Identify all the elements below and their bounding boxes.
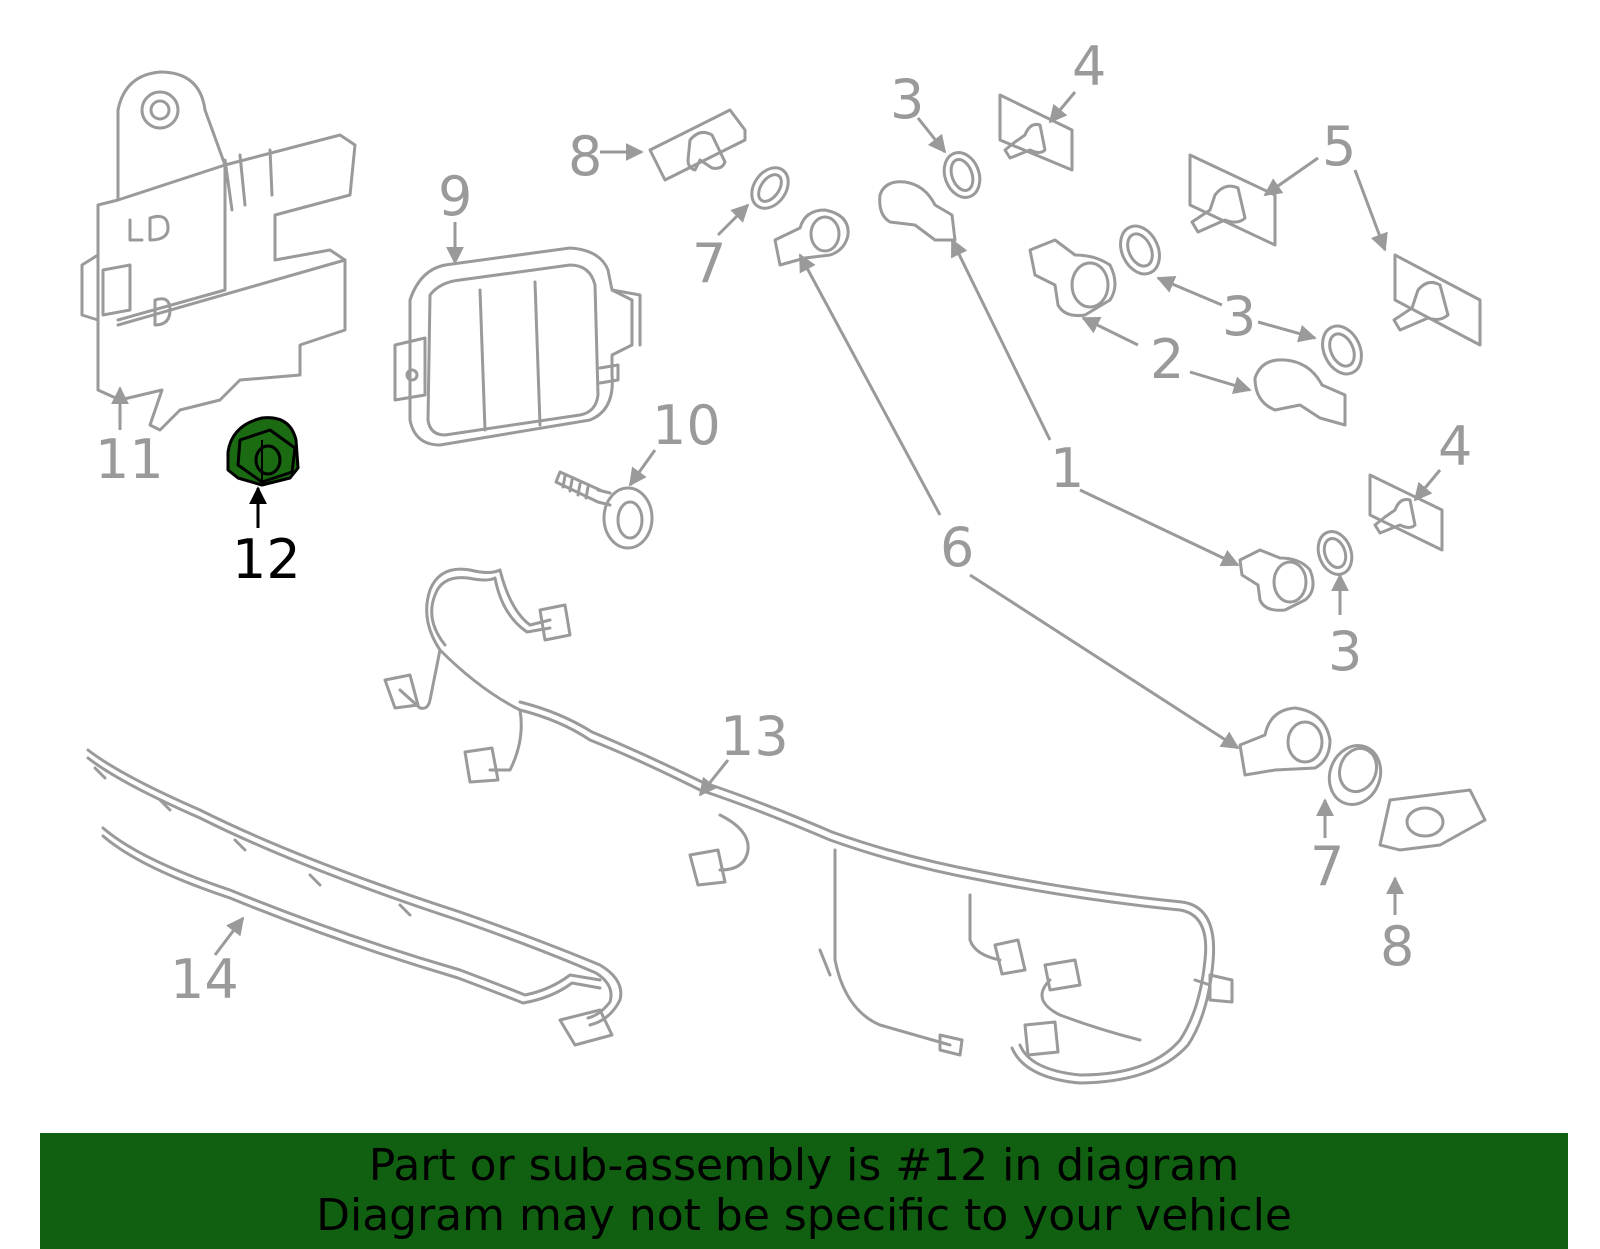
- part-4-upper-bracket: [998, 93, 1074, 172]
- part-11-bracket: [80, 70, 357, 432]
- part-3-right-ring: [1321, 324, 1363, 376]
- label-8-top: 8: [568, 125, 602, 188]
- label-9: 9: [438, 165, 472, 228]
- label-3-top: 3: [890, 68, 924, 131]
- part-14-harness-strip: [86, 748, 623, 1047]
- part-9-module: [393, 246, 642, 447]
- label-1: 1: [1050, 437, 1084, 500]
- part-10-push-pin: [554, 470, 654, 550]
- part-3-lower-ring: [1316, 530, 1354, 576]
- label-5: 5: [1322, 115, 1356, 178]
- part-2-lower-sensor: [1253, 358, 1347, 427]
- part-5-right-bracket: [1392, 253, 1482, 347]
- part-1-upper-sensor: [878, 180, 957, 242]
- label-11: 11: [95, 428, 164, 491]
- label-6: 6: [940, 516, 974, 579]
- label-10: 10: [652, 394, 721, 457]
- part-5-upper-bracket: [1188, 153, 1277, 247]
- label-3-lower: 3: [1328, 620, 1362, 683]
- part-12-nut: [226, 416, 300, 487]
- part-3-upper-ring: [942, 151, 982, 199]
- banner-line-1: Part or sub-assembly is #12 in diagram: [368, 1140, 1240, 1191]
- part-8-top-bracket: [648, 108, 747, 182]
- part-2-upper-sensor: [1028, 238, 1117, 317]
- info-banner: Part or sub-assembly is #12 in diagram D…: [40, 1133, 1568, 1249]
- callout-numbers: 11 12 9 10 8 7 3 4 5 3 2 1 4 6 3 13 7 8 …: [95, 35, 1472, 1011]
- label-8-lower: 8: [1380, 915, 1414, 978]
- part-7-top-ring: [750, 166, 790, 210]
- part-8-lower-bracket: [1378, 788, 1487, 852]
- part-7-lower-cap: [1327, 744, 1383, 806]
- label-7-lower: 7: [1310, 835, 1344, 898]
- part-6-top-sensor: [773, 208, 850, 267]
- part-4-lower-bracket: [1368, 473, 1444, 552]
- label-4-lower: 4: [1438, 415, 1472, 478]
- label-4-top: 4: [1072, 35, 1106, 98]
- part-1-lower-sensor: [1238, 548, 1315, 612]
- label-7-top: 7: [692, 232, 726, 295]
- label-2: 2: [1150, 328, 1184, 391]
- label-13: 13: [720, 705, 789, 768]
- label-12: 12: [232, 528, 301, 591]
- banner-line-2: Diagram may not be specific to your vehi…: [316, 1190, 1292, 1241]
- leader-lines: [111, 91, 1442, 956]
- part-13-wiring-harness: [383, 567, 1234, 1085]
- label-3-middle: 3: [1222, 285, 1256, 348]
- part-6-lower-sensor: [1238, 706, 1332, 777]
- part-3-middle-ring: [1119, 224, 1161, 276]
- label-14: 14: [170, 948, 239, 1011]
